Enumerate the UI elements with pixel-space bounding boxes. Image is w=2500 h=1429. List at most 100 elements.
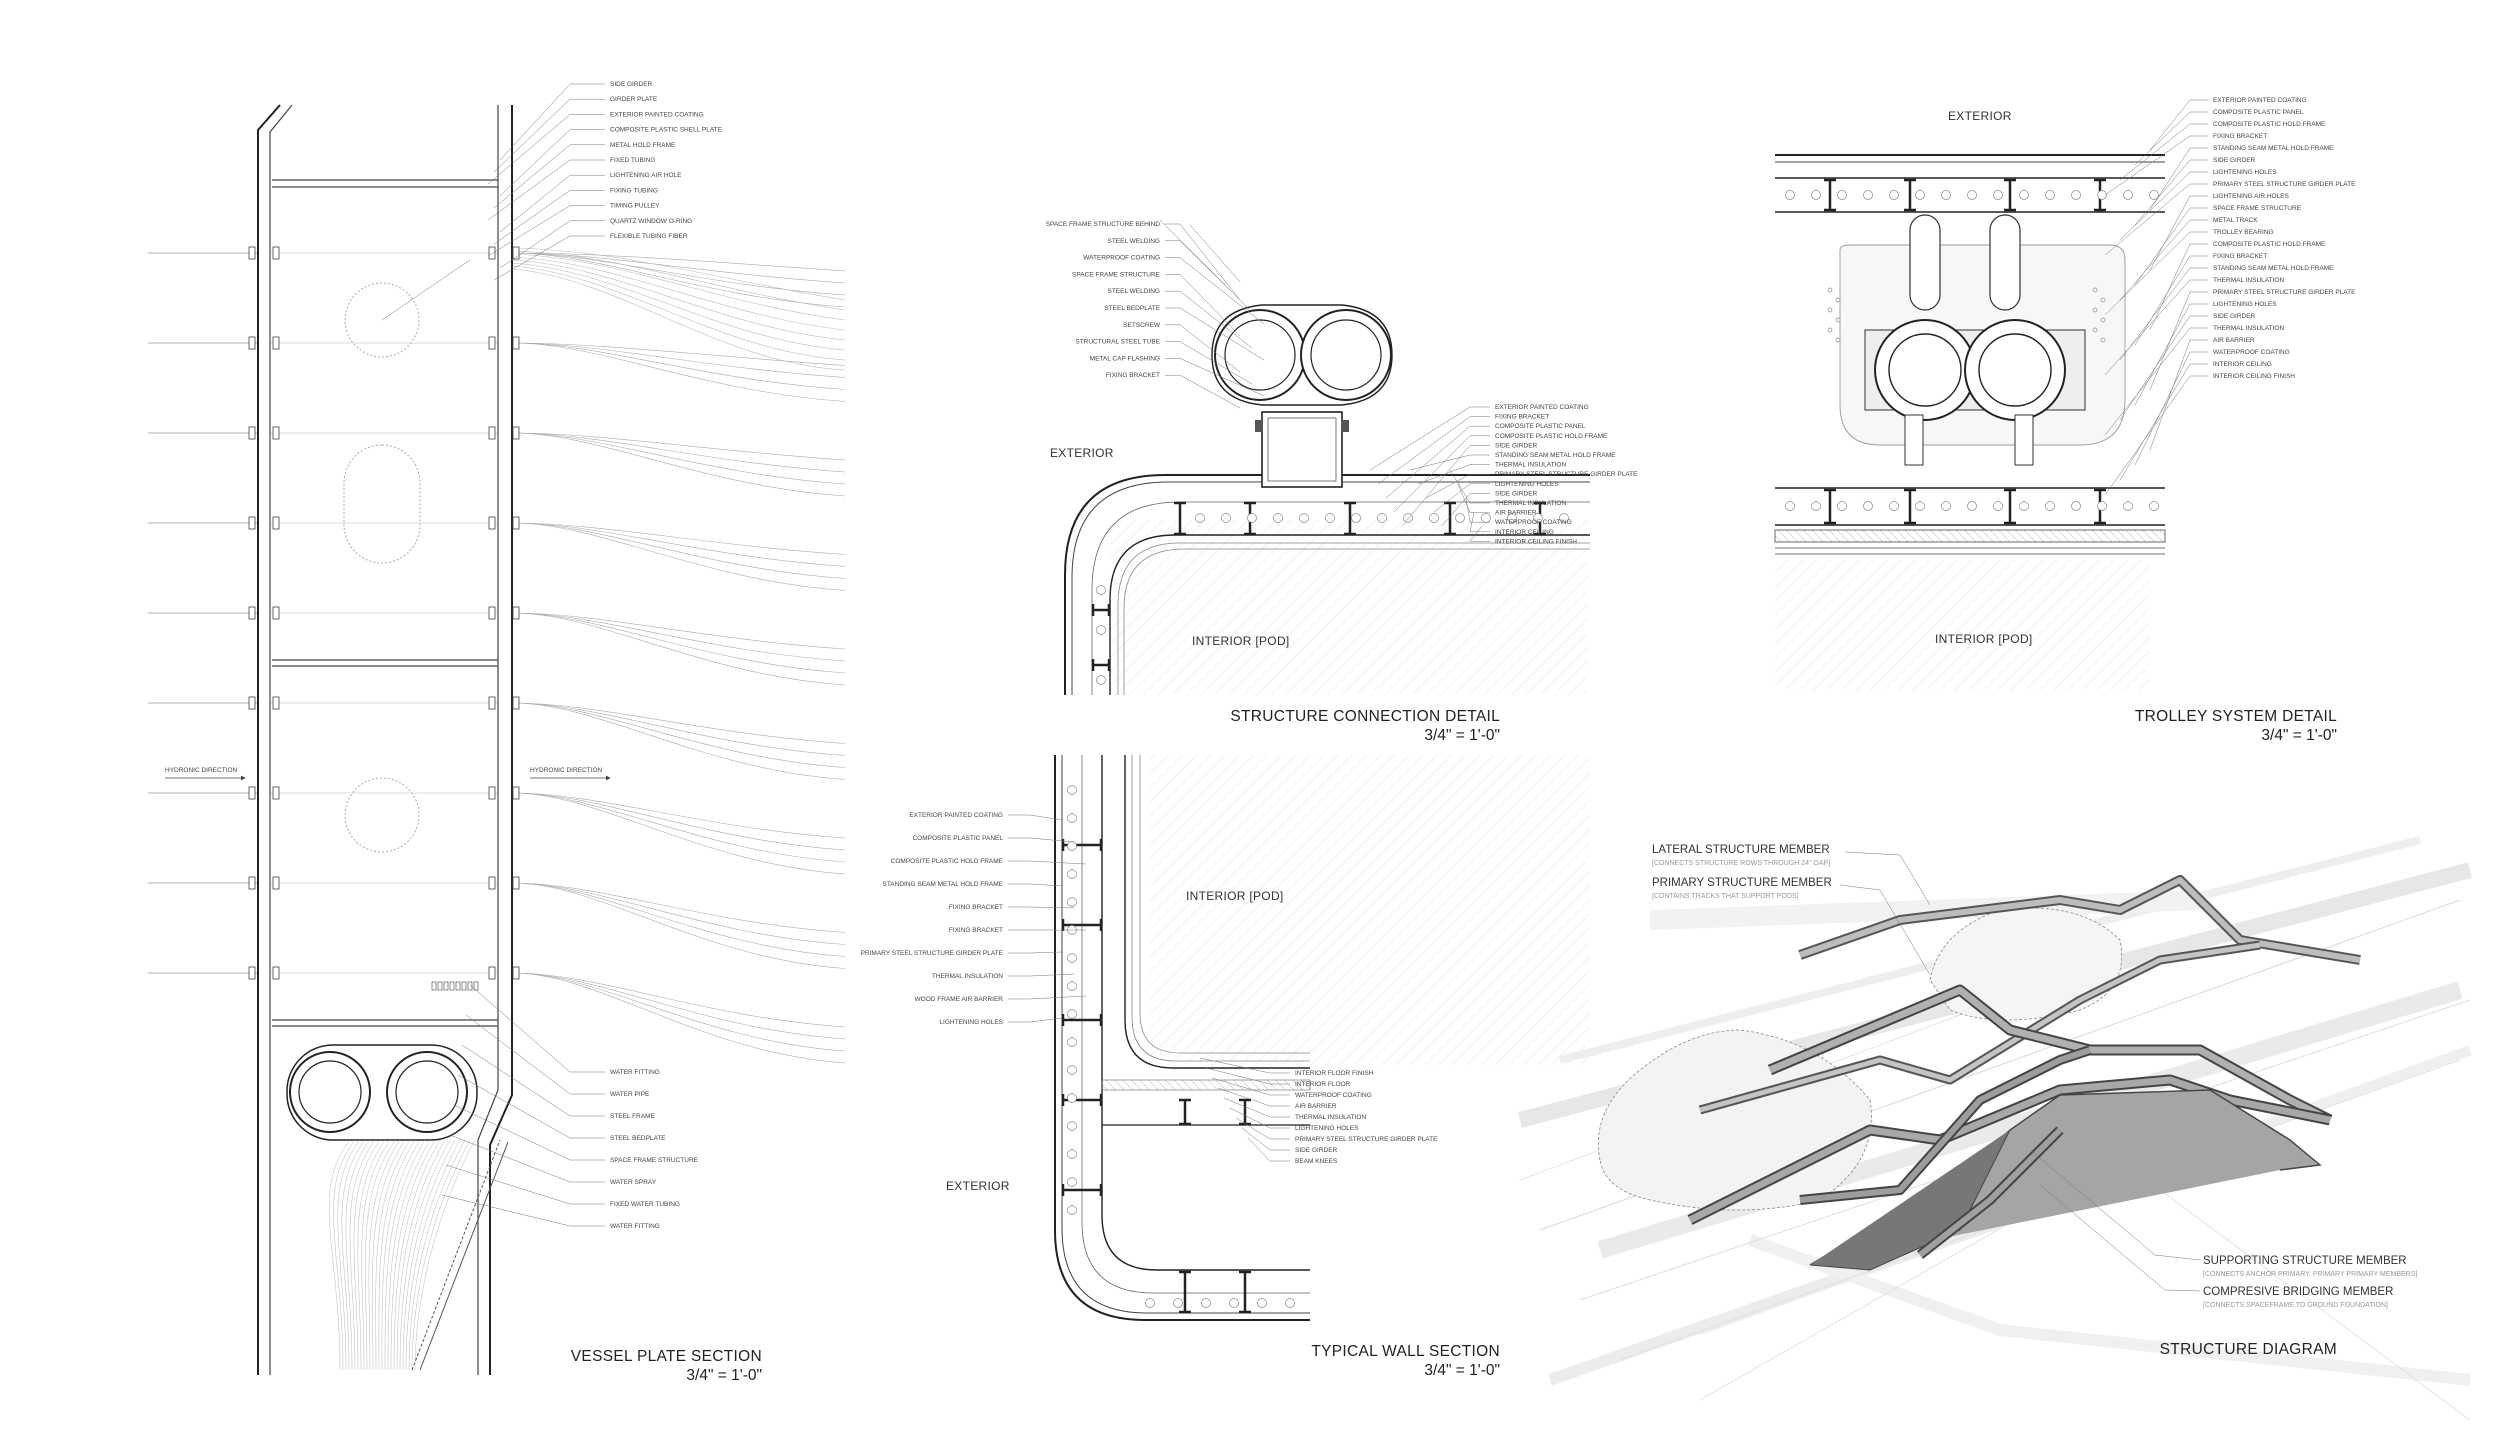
lightening-hole (1377, 513, 1387, 523)
callout-label: METAL HOLD FRAME (610, 142, 676, 149)
lightening-hole (1229, 1298, 1239, 1308)
fiber-line (511, 522, 846, 555)
callout-label: INTERIOR CEILING FINISH (1495, 538, 1577, 545)
leader-line (2149, 195, 2208, 271)
leader-line (1409, 454, 1490, 471)
callout-label: WATERPROOF COATING (1295, 1092, 1372, 1099)
callout-label: STANDING SEAM METAL HOLD FRAME (2213, 265, 2334, 272)
leader-line (493, 190, 605, 245)
trolley-tube-left-inner (1888, 333, 1962, 407)
lightening-hole (2045, 190, 2055, 200)
lightening-hole (1173, 1298, 1183, 1308)
viewport-oval (343, 444, 421, 564)
callout-label: LIGHTENING AIR HOLE (610, 172, 682, 179)
tube-fitting (248, 246, 256, 260)
lightening-hole (1481, 513, 1491, 523)
tube-fitting (248, 966, 256, 980)
callout-label: PRIMARY STEEL STRUCTURE GIRDER PLATE (1495, 471, 1638, 478)
fiber-line (511, 612, 846, 686)
interior-hatch (1110, 520, 1588, 695)
tube-fitting (488, 786, 496, 800)
lightening-hole (1915, 190, 1925, 200)
tube-fitting (272, 516, 280, 530)
interior-hatch (1150, 755, 1590, 1065)
tube-fitting (248, 516, 256, 530)
callout-label: SIDE GIRDER (1495, 490, 1538, 497)
callout-label: STEEL BEDPLATE (1104, 305, 1160, 312)
lightening-hole (1835, 297, 1841, 303)
leader-line (1469, 525, 1490, 542)
lightening-hole (1067, 981, 1077, 991)
leader-line (1008, 995, 1087, 1000)
pod-ghost (1929, 907, 2122, 1021)
callout-label: PRIMARY STEEL STRUCTURE GIRDER PLATE (2213, 289, 2356, 296)
leader-line (1401, 445, 1490, 527)
lightening-hole (2097, 501, 2107, 511)
callout-label: STANDING SEAM METAL HOLD FRAME (1495, 452, 1616, 459)
spray-line (329, 1139, 351, 1371)
air-holes (1827, 287, 2106, 343)
vessel-plate-section: HYDRONIC DIRECTION HYDRONIC DIRECTION SI… (148, 81, 846, 1384)
leader-line (1469, 511, 1490, 533)
fiber-line (511, 522, 846, 591)
lightening-hole (2097, 190, 2107, 200)
lightening-hole (1827, 327, 1833, 333)
leader-line (1159, 219, 1231, 291)
tube-fitting (512, 516, 520, 530)
tube-fitting (512, 696, 520, 710)
leader-line (1839, 884, 1931, 976)
callout-label: FIXED TUBING (610, 157, 655, 164)
leader-line (487, 159, 605, 221)
lightening-hole (1067, 1037, 1077, 1047)
leader-line (1165, 240, 1253, 313)
lightening-hole (2149, 501, 2159, 511)
trol-interior-label: INTERIOR [POD] (1935, 632, 2033, 646)
fiber-line (511, 252, 846, 308)
callout-label: PRIMARY STEEL STRUCTURE GIRDER PLATE (2213, 181, 2356, 188)
callout-label: WATER PIPE (610, 1091, 650, 1098)
lightening-hole (1889, 190, 1899, 200)
callout-label: SPACE FRAME STRUCTURE (2213, 205, 2302, 212)
callout-label: SIDE GIRDER (2213, 313, 2256, 320)
leader-line (2149, 243, 2208, 331)
leader-line (493, 98, 605, 173)
primary-member-label: PRIMARY STRUCTURE MEMBER (1652, 877, 1832, 889)
leader-line (2104, 375, 2208, 496)
lightening-hole (2092, 287, 2098, 293)
fiber-line (511, 342, 846, 402)
tube-fitting (248, 786, 256, 800)
wall-exterior-label: EXTERIOR (946, 1179, 1010, 1193)
spray-line (390, 1139, 436, 1371)
tube-fitting (272, 336, 280, 350)
callout-label: INTERIOR FLOOR (1295, 1081, 1351, 1088)
leader-line (465, 1014, 605, 1095)
leader-line (1235, 1117, 1290, 1140)
lightening-hole (1067, 785, 1077, 795)
nozzle (449, 981, 455, 991)
lightening-hole (2092, 307, 2098, 313)
fiber-line (511, 432, 846, 473)
fiber-line (511, 342, 846, 378)
callout-label: SPACE FRAME STRUCTURE (610, 1157, 699, 1164)
wall-title: TYPICAL WALL SECTION (1311, 1343, 1500, 1360)
callout-label: EXTERIOR PAINTED COATING (909, 812, 1003, 819)
callout-label: SPACE FRAME STRUCTURE BEHIND (1046, 221, 1161, 228)
callout-label: COMPOSITE PLASTIC PANEL (1495, 423, 1586, 430)
bracket (1341, 420, 1349, 432)
lightening-hole (2071, 501, 2081, 511)
trol-exterior-label: EXTERIOR (1948, 109, 2012, 123)
lateral-member-face (1799, 877, 2361, 963)
leader-line (499, 174, 605, 233)
fiber-line (511, 702, 846, 768)
leader-line (2029, 1149, 2201, 1261)
lightening-hole (1096, 675, 1106, 685)
spray-line (396, 1139, 446, 1371)
leader-line (499, 129, 605, 197)
callout-label: WATERPROOF COATING (2213, 349, 2290, 356)
callout-label: AIR BARRIER (1295, 1103, 1337, 1110)
spray-line (414, 1139, 476, 1371)
leader-line (1211, 1077, 1290, 1096)
